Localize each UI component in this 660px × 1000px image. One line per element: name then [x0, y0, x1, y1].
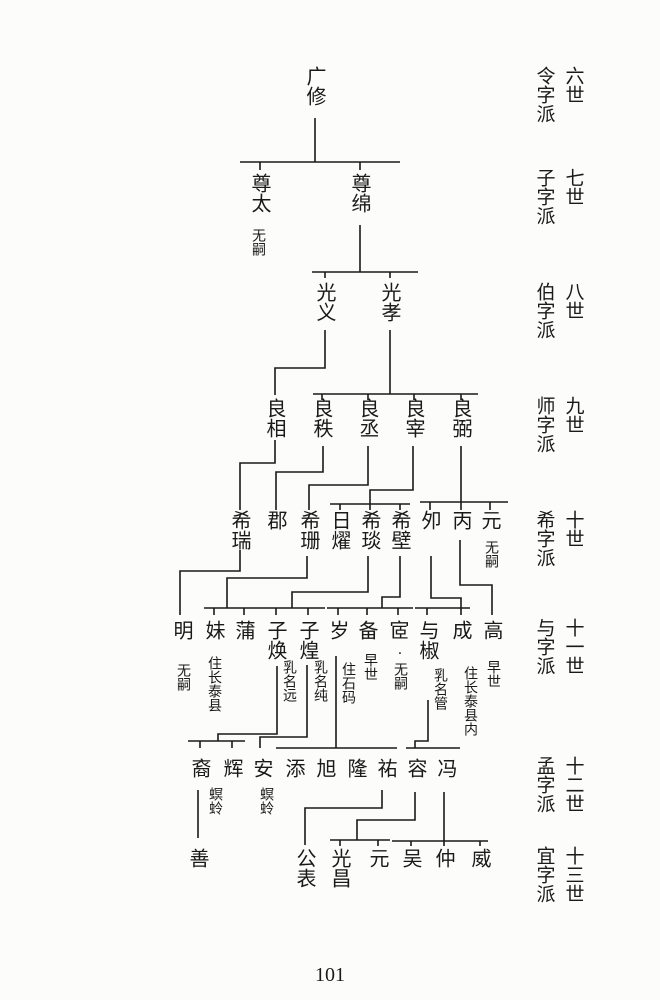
generation-pai-13: 宜字派 [533, 846, 556, 903]
generation-label-9: 九世 [562, 396, 585, 434]
note-yi2-place: 螟蛉 [207, 787, 223, 815]
person-bing: 丙 [449, 510, 473, 530]
person-xibi: 希壁 [388, 510, 412, 550]
person-riyao: 日燿 [328, 510, 352, 550]
person-long: 隆 [344, 758, 368, 778]
person-zunmian: 尊绵 [348, 173, 372, 213]
generation-pai-11: 与字派 [533, 618, 556, 675]
person-bei: 备 [355, 620, 379, 640]
generation-pai-7: 子字派 [533, 168, 556, 225]
person-hui: 辉 [220, 758, 244, 778]
person-guangxiu: 广修 [303, 66, 327, 106]
person-guangchang: 光昌 [328, 848, 352, 888]
person-rong: 容 [404, 758, 428, 778]
person-xu: 旭 [313, 758, 337, 778]
note-yi-wusi: ·无嗣 [392, 646, 408, 690]
person-liangzhi: 良秩 [310, 398, 334, 438]
page-number: 101 [315, 964, 345, 986]
person-wu: 吴 [399, 848, 423, 868]
note-mei-residence: 住长泰县 [206, 656, 222, 712]
generation-pai-9: 师字派 [533, 396, 556, 453]
person-liangxin: 良宰 [402, 398, 426, 438]
person-xitan: 希琰 [358, 510, 382, 550]
person-guangyi: 光义 [313, 282, 337, 322]
generation-pai-10: 希字派 [533, 510, 556, 567]
note-zuntai-wusi: 无嗣 [250, 228, 266, 256]
person-zihuang: 子煌 [296, 620, 320, 660]
generation-label-12: 十二世 [562, 756, 585, 813]
person-zhong: 仲 [432, 848, 456, 868]
note-ming-wusi: 无嗣 [175, 663, 191, 691]
person-you: 祐 [374, 758, 398, 778]
person-zuntai: 尊太 [248, 173, 272, 213]
note-bei-early: 早世 [362, 653, 378, 681]
generation-label-6: 六世 [562, 66, 585, 104]
note-zihuang-milk: 乳名纯 [312, 660, 328, 702]
note-yuan-wusi: 无嗣 [483, 540, 499, 568]
person-liangcheng: 良丞 [356, 398, 380, 438]
note-sui-residence: 住石码 [340, 662, 356, 704]
note-zihuan-milk: 乳名远 [281, 660, 297, 702]
person-cheng: 成 [449, 620, 473, 640]
person-xirui: 希瑞 [228, 510, 252, 550]
person-an: 安 [250, 758, 274, 778]
person-yushu: 与椒 [416, 620, 440, 660]
person-tian: 添 [282, 758, 306, 778]
person-ming: 明 [170, 620, 194, 640]
person-mei: 妹 [202, 620, 226, 640]
note-cheng-residence: 住长泰县内 [462, 666, 478, 736]
note-an-place: 螟蛉 [258, 787, 274, 815]
note-gao-early: 早世 [485, 660, 501, 688]
person-yuan2: 元 [366, 848, 390, 868]
person-wei: 威 [468, 848, 492, 868]
person-liangbi: 良弼 [449, 398, 473, 438]
generation-label-13: 十三世 [562, 846, 585, 903]
generation-pai-6: 令字派 [533, 66, 556, 123]
person-shan: 善 [186, 848, 210, 868]
person-yi: 宧 [386, 620, 410, 640]
person-sui: 岁 [326, 620, 350, 640]
generation-pai-8: 伯字派 [533, 282, 556, 339]
person-gongbiao: 公表 [293, 848, 317, 888]
person-feng: 冯 [434, 758, 458, 778]
generation-label-7: 七世 [562, 168, 585, 206]
generation-label-8: 八世 [562, 282, 585, 320]
person-mao: 夘 [418, 510, 442, 530]
note-yushu-milk: 乳名管 [432, 668, 448, 710]
person-pu: 蒲 [232, 620, 256, 640]
person-xishan: 希珊 [297, 510, 321, 550]
generation-label-11: 十一世 [562, 618, 585, 675]
person-zihuan: 子焕 [264, 620, 288, 660]
person-jun: 郡 [264, 510, 288, 530]
person-yuan: 元 [478, 510, 502, 530]
generation-pai-12: 孟字派 [533, 756, 556, 813]
person-guangxiao: 光孝 [378, 282, 402, 322]
person-liangxiang: 良相 [263, 398, 287, 438]
person-gao: 高 [480, 620, 504, 640]
generation-label-10: 十世 [562, 510, 585, 548]
person-yi2: 裔 [188, 758, 212, 778]
